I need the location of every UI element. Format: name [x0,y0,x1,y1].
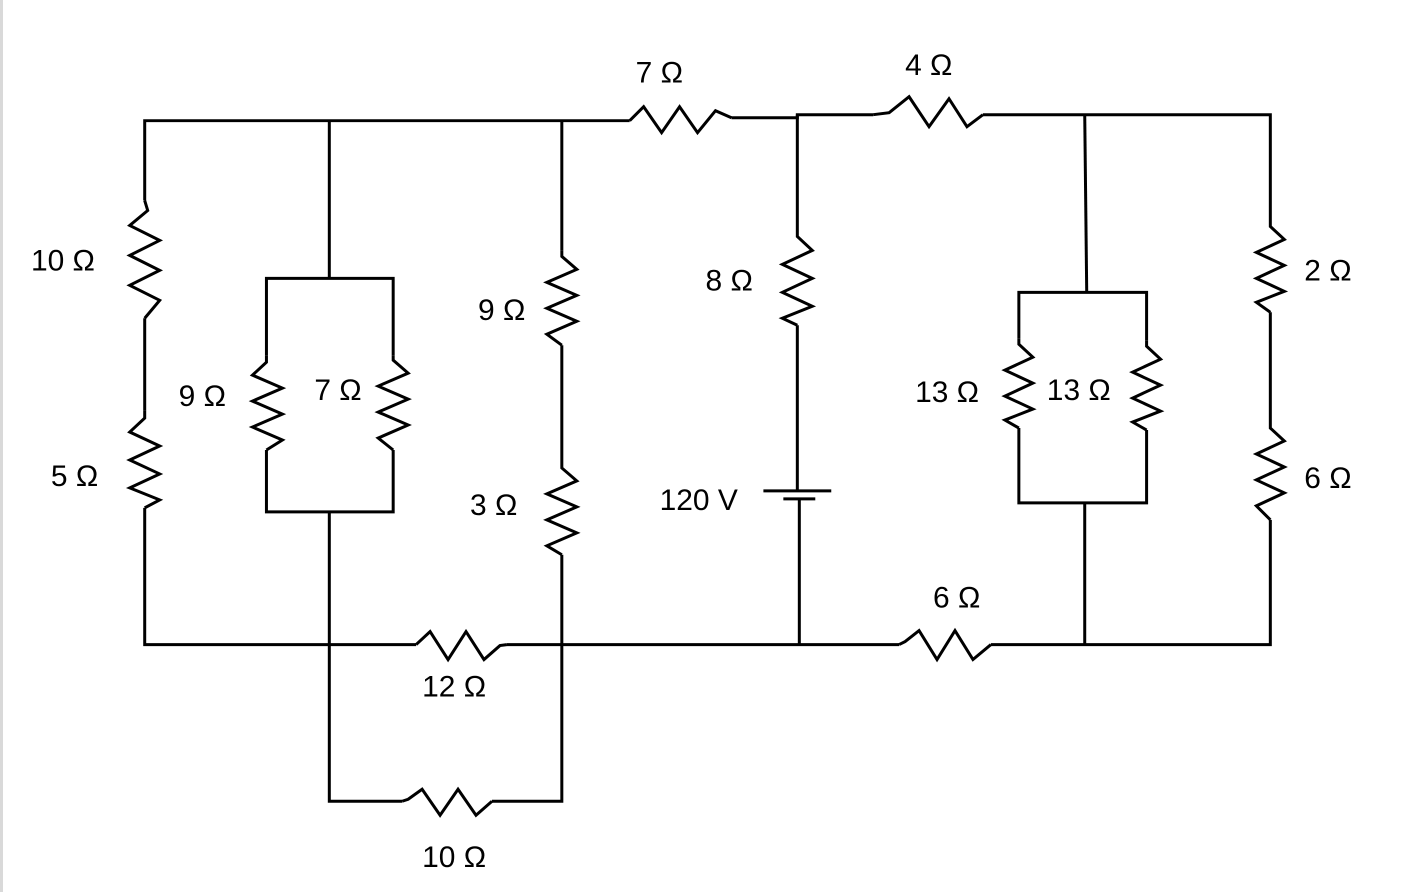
label-r-13-a: 13 Ω [915,376,979,409]
label-r-9-inner: 9 Ω [179,380,226,413]
wire-inner-top-bar [264,276,395,356]
label-r-7-inner: 7 Ω [314,374,361,407]
resistor-4-top [872,94,984,130]
resistor-6-right [1252,422,1288,521]
label-r-6-right: 6 Ω [1304,462,1351,495]
label-r-8-center: 8 Ω [706,264,753,297]
label-r-4-top: 4 Ω [905,49,952,82]
wire-13-top-bar [1017,290,1149,341]
resistor-7-top [628,104,733,136]
resistors [125,94,1289,818]
label-r-9-mid: 9 Ω [478,294,525,327]
label-r-2-right: 2 Ω [1304,254,1351,287]
resistor-2-right [1252,218,1289,314]
labels: 10 Ω 5 Ω 9 Ω 7 Ω 9 Ω 3 Ω 7 Ω 4 Ω 8 Ω 120… [31,49,1352,874]
battery-symbol [763,457,832,501]
wire-top-left [143,119,630,201]
resistor-9-mid [543,250,581,347]
wire-bottom-right [990,519,1272,647]
wire-top-mid [731,113,874,120]
wires [143,113,1272,803]
circuit-svg: 10 Ω 5 Ω 9 Ω 7 Ω 9 Ω 3 Ω 7 Ω 4 Ω 8 Ω 120… [31,49,1352,874]
label-r-10-bottom: 10 Ω [422,841,486,874]
label-r-5-left: 5 Ω [51,460,98,493]
resistor-3-mid [543,461,581,557]
label-r-13-b: 13 Ω [1047,374,1111,407]
resistor-5-left [125,410,164,510]
wire-inner-bottom-drop [327,511,403,803]
label-r-3-mid: 3 Ω [470,489,517,522]
wire-13-top-drop [1083,114,1089,293]
label-r-6-bottom: 6 Ω [933,582,980,615]
wire-mid-bottom [491,554,564,803]
wire-left-bottom [143,507,417,647]
resistor-9-inner [248,355,287,452]
label-r-7-top: 7 Ω [636,57,683,90]
label-r-10-left: 10 Ω [31,244,95,277]
resistor-7-inner [374,355,412,452]
resistor-10-bottom [401,786,493,818]
wire-13-bottom-bar [1017,428,1149,505]
wire-inner-bottom-bar [264,449,395,514]
label-r-12-bottom: 12 Ω [422,670,486,703]
resistor-13-a [1001,338,1037,430]
wire-top-right [982,113,1272,219]
resistor-13-b [1129,340,1165,432]
resistor-6-bottom [898,627,992,663]
resistor-10-left [126,200,164,320]
label-battery: 120 V [660,484,738,517]
resistor-8-center [778,228,817,327]
resistor-12-bottom [415,628,508,663]
